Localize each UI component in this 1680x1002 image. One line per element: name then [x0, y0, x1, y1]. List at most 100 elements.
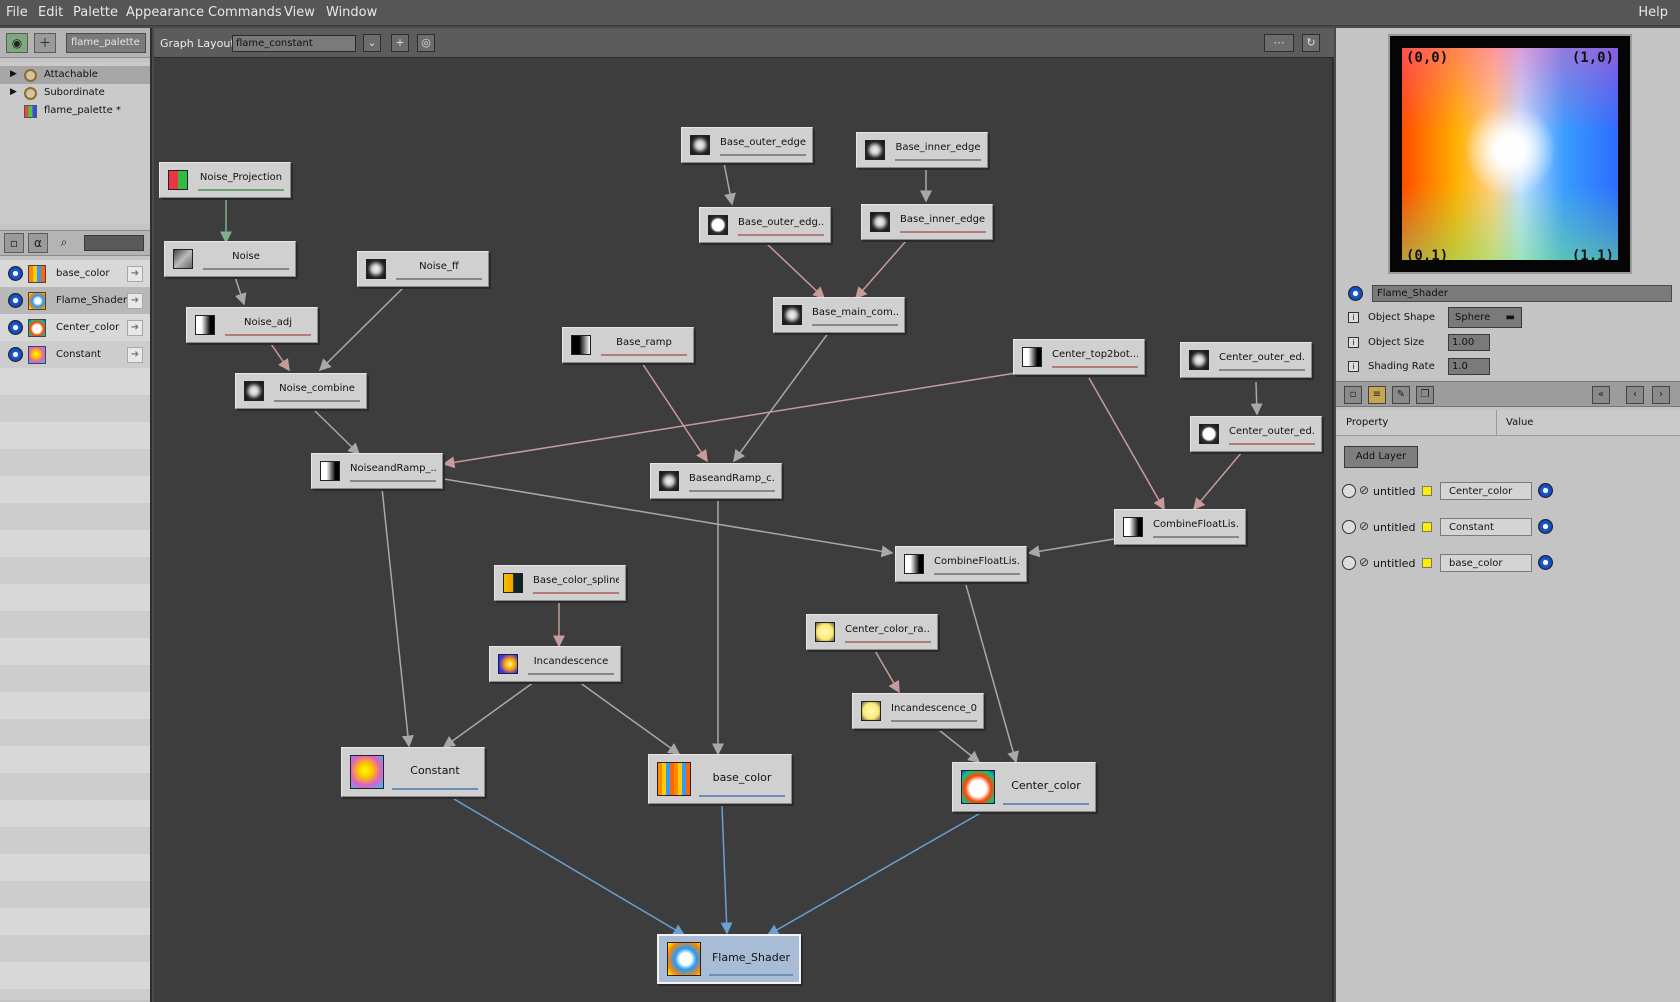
next-icon[interactable]: ›: [1652, 386, 1670, 404]
graph-node-flame-shader[interactable]: Flame_Shader: [657, 934, 801, 984]
shader-name-input[interactable]: Flame_Shader: [1372, 285, 1672, 302]
graph-node-noise[interactable]: Noise: [164, 241, 296, 277]
layer-link-icon[interactable]: [1538, 483, 1553, 498]
graph-node-base-color[interactable]: base_color: [648, 754, 792, 804]
arrow-right-icon[interactable]: ➜: [127, 320, 143, 336]
info-icon[interactable]: i: [1348, 312, 1359, 323]
graph-node-base-ramp[interactable]: Base_ramp: [562, 327, 694, 363]
shader-active-icon[interactable]: [8, 347, 23, 362]
menu-view[interactable]: View: [284, 5, 315, 20]
shader-item-label: Constant: [56, 349, 101, 360]
shader-active-icon[interactable]: [1348, 286, 1363, 301]
shader-active-icon[interactable]: [8, 293, 23, 308]
visibility-toggle-icon[interactable]: [1342, 484, 1356, 498]
layer-color-swatch[interactable]: [1422, 558, 1432, 568]
graph-node-base-outer-edge[interactable]: Base_outer_edge: [681, 127, 813, 163]
select-icon[interactable]: ▫: [1344, 386, 1362, 404]
shader-search-input[interactable]: [84, 235, 144, 251]
tree-item-attachable[interactable]: ▶ Attachable: [0, 66, 150, 84]
target-icon[interactable]: ◎: [417, 34, 435, 52]
layer-value-field[interactable]: Center_color: [1440, 482, 1532, 500]
graph-node-base-inner-edge-2[interactable]: Base_inner_edge...: [861, 204, 993, 240]
layer-value-field[interactable]: base_color: [1440, 554, 1532, 572]
graph-node-noise-combine[interactable]: Noise_combine: [235, 373, 367, 409]
search-icon[interactable]: ⌕: [60, 235, 68, 249]
graph-node-noise-ff[interactable]: Noise_ff: [357, 251, 489, 287]
add-layout-icon[interactable]: +: [391, 34, 409, 52]
layout-grid-icon[interactable]: ⋯: [1264, 34, 1294, 52]
graph-node-baseandramp[interactable]: BaseandRamp_c...: [650, 463, 782, 499]
shader-active-icon[interactable]: [8, 266, 23, 281]
tree-item-flame-palette[interactable]: flame_palette *: [0, 102, 150, 120]
add-palette-icon[interactable]: ＋: [34, 33, 56, 53]
node-graph[interactable]: Noise_Projection Noise Noise_ff Noise_ad…: [154, 59, 1334, 1002]
menu-palette[interactable]: Palette: [73, 5, 119, 20]
shader-swatch: [28, 292, 46, 310]
expand-arrow-icon[interactable]: ▶: [10, 87, 17, 97]
graph-node-noiseandramp[interactable]: NoiseandRamp_...: [311, 453, 443, 489]
alpha-icon[interactable]: α: [28, 233, 48, 253]
menu-commands[interactable]: Commands: [208, 5, 282, 20]
graph-node-constant[interactable]: Constant: [341, 747, 485, 797]
tree-item-subordinate[interactable]: ▶ Subordinate: [0, 84, 150, 102]
back-icon[interactable]: «: [1592, 386, 1610, 404]
graph-node-incandescence-0[interactable]: Incandescence_0: [852, 693, 984, 729]
layer-color-swatch[interactable]: [1422, 486, 1432, 496]
previous-icon[interactable]: ‹: [1626, 386, 1644, 404]
arrow-right-icon[interactable]: ➜: [127, 347, 143, 363]
graph-node-center-outer-ed-2[interactable]: Center_outer_ed...: [1190, 416, 1322, 452]
arrow-right-icon[interactable]: ➜: [127, 293, 143, 309]
tree-item-label: Subordinate: [44, 87, 105, 98]
palette-select[interactable]: flame_palette: [66, 33, 146, 53]
duplicate-icon[interactable]: ❐: [1416, 386, 1434, 404]
mute-icon[interactable]: ⊘: [1359, 555, 1370, 569]
chevron-down-icon[interactable]: ⌄: [363, 34, 381, 52]
list-view-icon[interactable]: ≡: [1368, 386, 1386, 404]
graph-node-incandescence[interactable]: Incandescence: [489, 646, 621, 682]
graph-node-base-main-com[interactable]: Base_main_com...: [773, 297, 905, 333]
graph-node-base-color-spline[interactable]: Base_color_spline: [494, 565, 626, 601]
shader-item-base-color[interactable]: base_color ➜: [0, 260, 150, 287]
arrow-right-icon[interactable]: ➜: [127, 266, 143, 282]
shader-item-center-color[interactable]: Center_color ➜: [0, 314, 150, 341]
shader-active-icon[interactable]: [8, 320, 23, 335]
layer-link-icon[interactable]: [1538, 555, 1553, 570]
mute-icon[interactable]: ⊘: [1359, 483, 1370, 497]
shader-item-constant[interactable]: Constant ➜: [0, 341, 150, 368]
shader-item-flame-shader[interactable]: Flame_Shader ➜: [0, 287, 150, 314]
layer-link-icon[interactable]: [1538, 519, 1553, 534]
graph-node-center-outer-ed[interactable]: Center_outer_ed...: [1180, 342, 1312, 378]
graph-node-center-top2bot[interactable]: Center_top2bot...: [1013, 339, 1145, 375]
visibility-toggle-icon[interactable]: [1342, 520, 1356, 534]
info-icon[interactable]: i: [1348, 337, 1359, 348]
shading-rate-input[interactable]: 1.0: [1448, 358, 1490, 375]
visibility-toggle-icon[interactable]: [1342, 556, 1356, 570]
graph-layout-input[interactable]: flame_constant: [232, 35, 356, 52]
refresh-icon[interactable]: ↻: [1302, 34, 1320, 52]
object-shape-select[interactable]: Sphere▬: [1448, 307, 1522, 328]
menu-edit[interactable]: Edit: [38, 5, 64, 20]
mute-icon[interactable]: ⊘: [1359, 519, 1370, 533]
add-layer-button[interactable]: Add Layer: [1344, 446, 1418, 468]
select-icon[interactable]: ▫: [4, 233, 24, 253]
graph-node-base-outer-edg-2[interactable]: Base_outer_edg...: [699, 207, 831, 243]
info-icon[interactable]: i: [1348, 361, 1359, 372]
menu-appearance[interactable]: Appearance: [126, 5, 205, 20]
graph-node-combinefloatlis-2[interactable]: CombineFloatLis...: [1114, 509, 1246, 545]
expand-arrow-icon[interactable]: ▶: [10, 69, 17, 79]
node-thumbnail: [667, 942, 701, 976]
menu-help[interactable]: Help: [1638, 5, 1668, 20]
object-size-input[interactable]: 1.00: [1448, 334, 1490, 351]
eye-icon[interactable]: ◉: [6, 33, 28, 53]
graph-node-base-inner-edge[interactable]: Base_inner_edge: [856, 132, 988, 168]
graph-node-center-color-ra[interactable]: Center_color_ra...: [806, 614, 938, 650]
edit-icon[interactable]: ✎: [1392, 386, 1410, 404]
layer-value-field[interactable]: Constant: [1440, 518, 1532, 536]
graph-node-noise-projection[interactable]: Noise_Projection: [159, 162, 291, 198]
menu-file[interactable]: File: [6, 5, 28, 20]
menu-window[interactable]: Window: [326, 5, 378, 20]
graph-node-noise-adj[interactable]: Noise_adj: [186, 307, 318, 343]
graph-node-combinefloatlis[interactable]: CombineFloatLis...: [895, 546, 1027, 582]
graph-node-center-color[interactable]: Center_color: [952, 762, 1096, 812]
layer-color-swatch[interactable]: [1422, 522, 1432, 532]
